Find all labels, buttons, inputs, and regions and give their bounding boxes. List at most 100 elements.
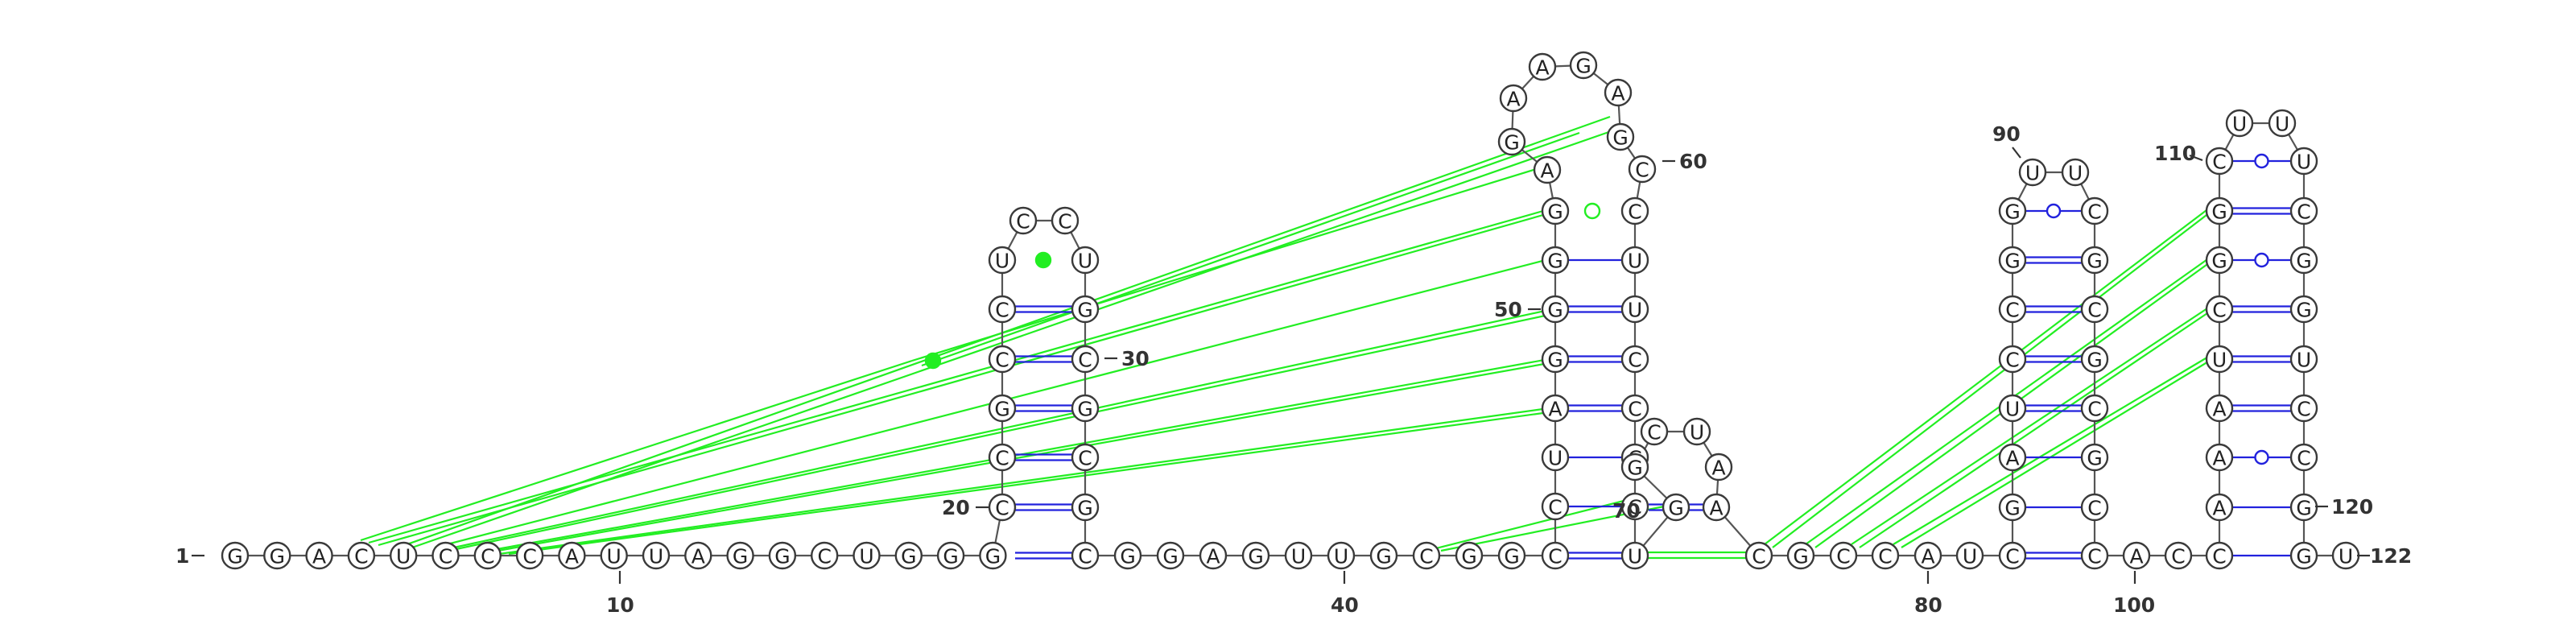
- nucleotide: C: [1829, 541, 1858, 570]
- nucleotide: C: [1541, 492, 1570, 521]
- nucleotide-letter: C: [1628, 200, 1641, 224]
- nucleotide-letter: U: [1291, 545, 1306, 568]
- nucleotide: C: [1620, 492, 1649, 521]
- nucleotide: U: [1071, 246, 1100, 275]
- nucleotide: U: [852, 541, 881, 570]
- nucleotide-circle: [2205, 246, 2234, 275]
- nucleotide-circle: [2080, 443, 2109, 472]
- nucleotide-letter: G: [2004, 250, 2020, 273]
- nucleotide: C: [1071, 541, 1100, 570]
- nucleotide-circle: [2205, 147, 2234, 176]
- nucleotide-letter: G: [1547, 250, 1563, 273]
- gu-wobble-marker-21: [2046, 203, 2062, 219]
- nucleotide-letter: G: [1668, 497, 1683, 520]
- nucleotide-circle: [852, 541, 881, 570]
- nucleotide: G: [1071, 295, 1100, 324]
- nucleotide-letter: C: [1635, 159, 1649, 182]
- pseudoknot-line-5: [378, 212, 1550, 547]
- nucleotide: C: [1744, 541, 1773, 570]
- nucleotide-circle: [2289, 541, 2318, 570]
- nucleotide-letter: G: [2211, 250, 2227, 273]
- nucleotide-letter: A: [1535, 56, 1549, 80]
- nucleotide-letter: A: [1206, 545, 1220, 568]
- tick-110: [2189, 154, 2203, 162]
- nucleotide: U: [1620, 246, 1649, 275]
- nucleotide-letter: G: [1120, 545, 1135, 568]
- nucleotide-circle: [263, 541, 291, 570]
- nucleotide-circle: [1998, 246, 2027, 275]
- nucleotide: A: [1499, 84, 1528, 113]
- nucleotide: C: [1620, 394, 1649, 423]
- nucleotide-circle: [988, 443, 1017, 472]
- nucleotide-circle: [1998, 443, 2027, 472]
- nucleotide: U: [1620, 295, 1649, 324]
- nucleotide-circle: [600, 541, 628, 570]
- nucleotide-circle: [1704, 453, 1733, 482]
- nucleotide-letter: U: [396, 545, 411, 568]
- nucleotide-circle: [1620, 295, 1649, 324]
- nucleotide: G: [1998, 493, 2027, 522]
- nucleotide-letter: A: [1540, 159, 1554, 183]
- nucleotide-letter: C: [1647, 421, 1661, 444]
- nucleotide-circle: [2268, 109, 2297, 138]
- nucleotide-letter: U: [1548, 447, 1563, 470]
- nucleotide: U: [2061, 158, 2090, 187]
- tick-90: [2012, 147, 2021, 159]
- nucleotide: C: [2205, 147, 2234, 176]
- nucleotide: C: [1071, 345, 1100, 374]
- nucleotide-circle: [1071, 345, 1100, 374]
- nucleotide-letter: G: [985, 545, 1001, 568]
- nucleotide-letter: G: [270, 545, 285, 568]
- gu-wobble-marker-24: [2254, 449, 2269, 465]
- nucleotide: U: [1682, 417, 1711, 446]
- nucleotide-letter: C: [2297, 200, 2310, 224]
- nucleotide: U: [2331, 541, 2360, 570]
- nucleotide: C: [473, 541, 502, 570]
- nucleotide-letter: U: [1078, 250, 1092, 273]
- nucleotide-letter: C: [1058, 210, 1071, 234]
- nucleotide-letter: C: [2087, 200, 2101, 224]
- nucleotide-letter: C: [1878, 545, 1892, 568]
- nucleotide-letter: A: [1548, 398, 1562, 421]
- nucleotide-circle: [2205, 196, 2234, 225]
- nucleotide-letter: A: [2212, 497, 2226, 520]
- nucleotide: C: [2080, 541, 2109, 570]
- nucleotide-circle: [1541, 492, 1570, 521]
- nucleotide: C: [2289, 443, 2318, 472]
- nucleotide: U: [2018, 158, 2047, 187]
- nucleotide: C: [988, 493, 1017, 522]
- nucleotide-letter: U: [607, 545, 621, 568]
- nucleotide: G: [1369, 541, 1398, 570]
- nucleotide-letter: C: [995, 349, 1009, 372]
- backbone: [235, 64, 2346, 557]
- nucleotide-letter: U: [1628, 299, 1642, 322]
- nucleotide: C: [988, 345, 1017, 374]
- nucleotide-circle: [1497, 541, 1526, 570]
- nucleotide-circle: [936, 541, 965, 570]
- nucleotide-letter: G: [1077, 497, 1092, 520]
- nucleotide-letter: G: [1612, 126, 1628, 150]
- nucleotide-letter: C: [2087, 497, 2101, 520]
- nucleotide-circle: [768, 541, 797, 570]
- nucleotide-letter: U: [2005, 398, 2020, 421]
- nucleotide-letter: U: [2275, 113, 2289, 136]
- nucleotide: A: [1199, 541, 1228, 570]
- nucleotide-letter: G: [774, 545, 790, 568]
- nucleotide-circle: [1744, 541, 1773, 570]
- nucleotide-circle: [347, 541, 376, 570]
- nucleotide-letter: U: [1690, 421, 1704, 444]
- nucleotide: G: [768, 541, 797, 570]
- nucleotide-letter: C: [2212, 545, 2226, 568]
- nucleotide-circle: [2205, 394, 2234, 423]
- nucleotide-circle: [1541, 196, 1570, 225]
- nucleotide-circle: [1871, 541, 1900, 570]
- nucleotide-letter: G: [1575, 55, 1591, 78]
- nucleotide: G: [1455, 541, 1484, 570]
- nucleotide-letter: C: [995, 447, 1009, 470]
- nucleotide-circle: [684, 541, 712, 570]
- pseudoknot-lines: [360, 115, 2211, 560]
- nucleotide: A: [2205, 394, 2234, 423]
- nucleotide-letter: C: [2171, 545, 2185, 568]
- nucleotide-letter: G: [2004, 200, 2020, 224]
- nucleotide-letter: G: [1504, 545, 1519, 568]
